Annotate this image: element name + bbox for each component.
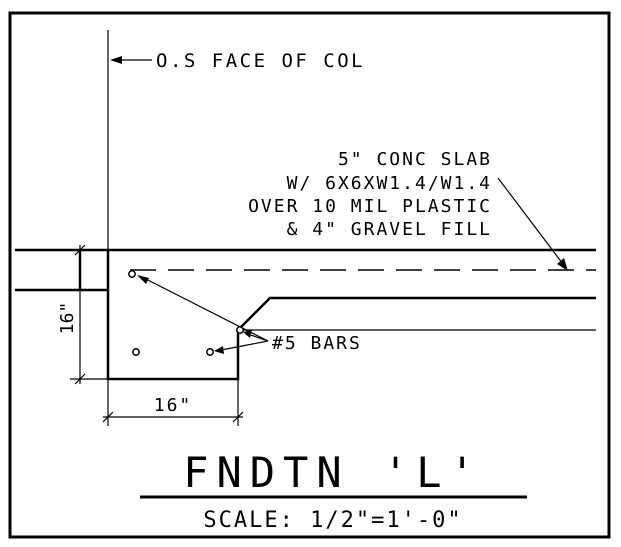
- slab-note-arrowhead: [557, 258, 568, 271]
- bars-arrowhead-step: [243, 330, 252, 338]
- slab-note-line-4: & 4" GRAVEL FILL: [287, 219, 492, 240]
- slab-note-line-3: OVER 10 MIL PLASTIC: [248, 196, 492, 217]
- slab-note-line-1: 5" CONC SLAB: [338, 149, 492, 170]
- dim-horizontal: [102, 379, 244, 426]
- wall-stub: [15, 248, 108, 292]
- rebar-top: [128, 270, 136, 278]
- face-of-col-label: O.S FACE OF COL: [156, 50, 365, 72]
- slab-note-line-2: W/ 6X6XW1.4/W1.4: [287, 173, 492, 194]
- scale-note: SCALE: 1/2"=1'-0": [203, 508, 462, 533]
- slab-note: 5" CONC SLAB W/ 6X6XW1.4/W1.4 OVER 10 MI…: [248, 149, 492, 240]
- bars-leaders: [139, 275, 269, 352]
- bars-arrowhead-top: [137, 275, 149, 284]
- face-of-col-arrowhead: [110, 56, 122, 64]
- bars-label: #5 BARS: [272, 333, 362, 354]
- dim-vertical-label: 16": [57, 302, 78, 335]
- bars-arrowhead-bottom: [214, 346, 224, 354]
- slab-note-leader: [497, 177, 567, 269]
- dim-vertical: [70, 244, 108, 385]
- rebar-bottom-left: [132, 348, 140, 356]
- footing-outline: [106, 250, 596, 381]
- detail-title: FNDTN 'L': [183, 448, 483, 497]
- drawing-border: [8, 11, 611, 539]
- rebar-bottom-right: [206, 348, 214, 356]
- dim-horizontal-label: 16": [154, 395, 193, 416]
